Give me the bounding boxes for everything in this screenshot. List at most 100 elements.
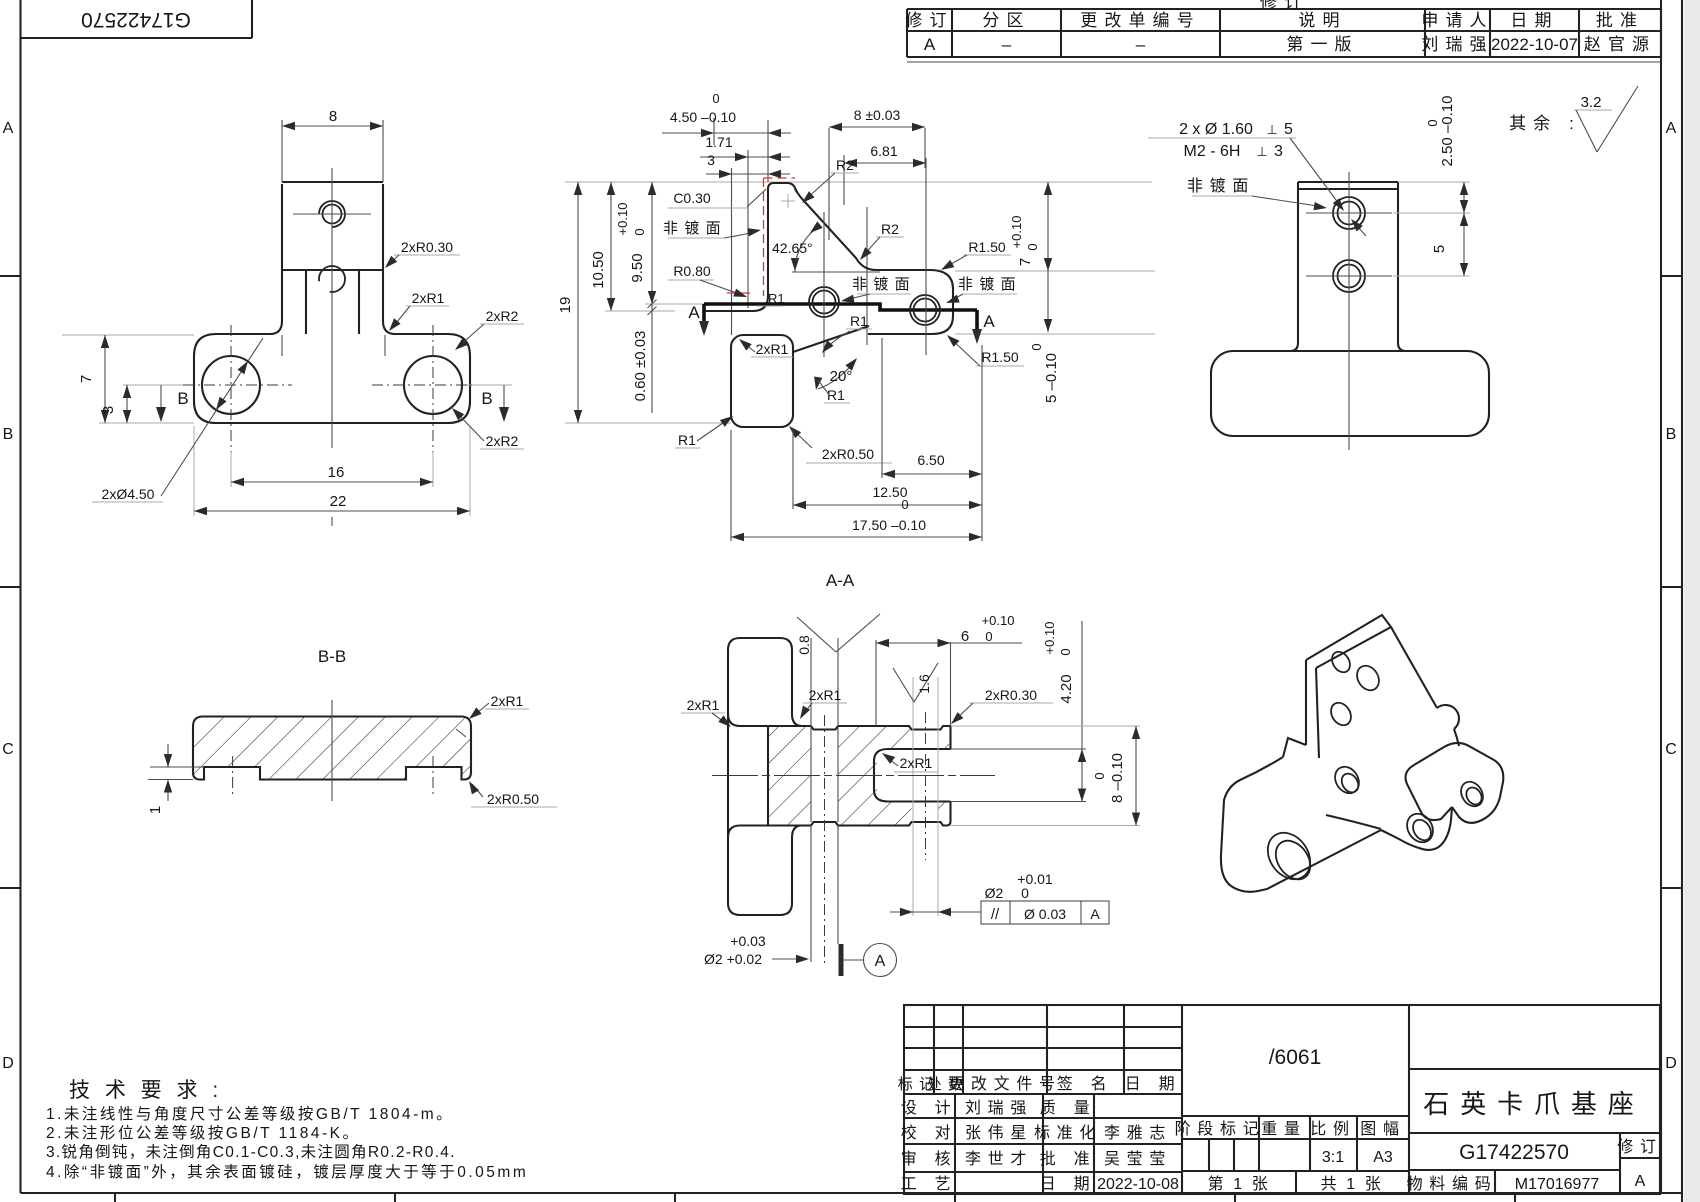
svg-text:R1.50: R1.50 [981, 349, 1019, 365]
svg-text:2xR1: 2xR1 [491, 693, 524, 709]
svg-text:重量: 重量 [1261, 1120, 1306, 1138]
svg-text:校 对: 校 对 [901, 1124, 958, 1142]
svg-text:3.2: 3.2 [1581, 94, 1602, 111]
svg-text:0: 0 [1092, 772, 1107, 779]
svg-text:A: A [875, 953, 886, 970]
svg-text:M17016977: M17016977 [1515, 1176, 1600, 1193]
svg-text:⊥: ⊥ [1266, 122, 1277, 137]
svg-text:/6061: /6061 [1269, 1046, 1322, 1069]
svg-text:2xR1: 2xR1 [756, 341, 789, 357]
svg-text:3.锐角倒钝，未注倒角C0.1-C0.3,未注圆角R0.2-: 3.锐角倒钝，未注倒角C0.1-C0.3,未注圆角R0.2-R0.4. [46, 1143, 456, 1161]
svg-text:批准: 批准 [1596, 11, 1644, 30]
svg-text:2 x Ø 1.60: 2 x Ø 1.60 [1179, 121, 1253, 138]
svg-text:赵官源: 赵官源 [1584, 35, 1656, 54]
svg-text:–: – [1002, 35, 1012, 54]
svg-text:8 ±0.03: 8 ±0.03 [854, 107, 901, 123]
svg-text:非镀面: 非镀面 [663, 220, 727, 237]
svg-text:张伟星: 张伟星 [965, 1124, 1033, 1142]
svg-text:2.50 –0.10: 2.50 –0.10 [1439, 96, 1456, 167]
svg-text:0: 0 [985, 629, 992, 644]
svg-text:非镀面: 非镀面 [852, 276, 916, 293]
svg-text:Ø2: Ø2 [985, 885, 1004, 901]
svg-text:物料编码: 物料编码 [1407, 1175, 1498, 1193]
svg-text:批 准: 批 准 [1040, 1150, 1097, 1168]
svg-text:C0.30: C0.30 [673, 190, 711, 206]
svg-text:20°: 20° [830, 368, 853, 385]
svg-text:日期: 日期 [1510, 11, 1558, 30]
svg-text:G17422570: G17422570 [81, 8, 191, 31]
svg-text:4.20: 4.20 [1058, 674, 1075, 703]
svg-text:非镀面: 非镀面 [958, 276, 1022, 293]
svg-text:8 –0.10: 8 –0.10 [1109, 753, 1126, 803]
svg-text:0: 0 [1425, 119, 1440, 126]
svg-text:R1.50: R1.50 [968, 239, 1006, 255]
svg-text:标记: 标记 [898, 1076, 941, 1093]
svg-text:C: C [1665, 741, 1677, 758]
svg-text:说明: 说明 [1298, 11, 1346, 30]
svg-text:B: B [3, 426, 14, 443]
svg-text:A: A [3, 120, 14, 137]
svg-text:19: 19 [557, 297, 574, 314]
svg-text:–: – [1136, 35, 1146, 54]
svg-text:17.50 –0.10: 17.50 –0.10 [852, 517, 926, 533]
svg-text:D: D [1665, 1055, 1677, 1072]
svg-text:2xR0.30: 2xR0.30 [401, 239, 453, 255]
svg-text:12.50: 12.50 [872, 484, 907, 500]
svg-text:日 期: 日 期 [1125, 1075, 1182, 1093]
svg-text:2xR1: 2xR1 [809, 687, 842, 703]
svg-text:A: A [983, 312, 995, 331]
svg-text:吴莹莹: 吴莹莹 [1104, 1150, 1172, 1168]
svg-text:0: 0 [1058, 648, 1073, 655]
svg-text:日 期: 日 期 [1040, 1175, 1097, 1193]
svg-text:5 –0.10: 5 –0.10 [1043, 353, 1060, 403]
svg-text:处数: 处数 [927, 1076, 970, 1093]
svg-text:质 量: 质 量 [1040, 1099, 1097, 1117]
svg-text:其余 :: 其余 : [1509, 114, 1581, 133]
svg-text:修订: 修订 [1260, 0, 1308, 12]
svg-text:修订: 修订 [905, 11, 953, 30]
svg-text:设 计: 设 计 [901, 1099, 958, 1117]
svg-text:R1: R1 [768, 291, 785, 306]
svg-text:第 1 张: 第 1 张 [1208, 1175, 1271, 1193]
svg-text:2xR2: 2xR2 [486, 308, 519, 324]
svg-text:6.50: 6.50 [917, 452, 944, 468]
svg-text:A: A [688, 303, 700, 322]
svg-text:+0.10: +0.10 [982, 613, 1015, 628]
svg-text:3:1: 3:1 [1322, 1149, 1344, 1166]
svg-text:A3: A3 [1373, 1149, 1393, 1166]
svg-text:0: 0 [1029, 343, 1044, 350]
svg-text:1: 1 [147, 806, 164, 814]
svg-text:16: 16 [328, 464, 345, 481]
svg-text:非镀面: 非镀面 [1187, 177, 1255, 195]
svg-text:标准化: 标准化 [1034, 1124, 1102, 1142]
svg-text:0: 0 [712, 91, 719, 106]
svg-text:5: 5 [1284, 121, 1293, 138]
svg-text:B-B: B-B [318, 647, 346, 666]
svg-text:分区: 分区 [982, 11, 1030, 30]
svg-text:7: 7 [78, 375, 95, 383]
svg-text:9.50: 9.50 [629, 253, 646, 282]
svg-text:5: 5 [1431, 245, 1448, 253]
svg-text:1.71: 1.71 [705, 134, 732, 150]
svg-text:B: B [481, 389, 492, 408]
svg-text:6: 6 [961, 628, 969, 645]
svg-text:0.8: 0.8 [796, 635, 812, 655]
svg-text:R0.80: R0.80 [673, 263, 711, 279]
svg-text:图幅: 图幅 [1360, 1120, 1405, 1138]
svg-text:R2: R2 [881, 221, 899, 237]
svg-text:刘瑞强: 刘瑞强 [1421, 35, 1493, 54]
svg-text:+0.03: +0.03 [730, 933, 766, 949]
svg-text:A: A [1666, 120, 1677, 137]
svg-text:1.6: 1.6 [916, 674, 932, 694]
svg-text:2xR1: 2xR1 [412, 290, 445, 306]
svg-text:R2: R2 [836, 157, 854, 173]
svg-text:8: 8 [329, 108, 337, 125]
svg-text:工 艺: 工 艺 [901, 1175, 958, 1193]
svg-text:2xØ4.50: 2xØ4.50 [102, 486, 155, 502]
svg-text:李世才: 李世才 [965, 1150, 1033, 1168]
svg-text:2xR2: 2xR2 [486, 433, 519, 449]
svg-text:0: 0 [901, 497, 908, 512]
svg-text:2xR0.30: 2xR0.30 [985, 687, 1037, 703]
svg-text:0: 0 [632, 228, 647, 235]
svg-text:李雅志: 李雅志 [1104, 1124, 1172, 1142]
